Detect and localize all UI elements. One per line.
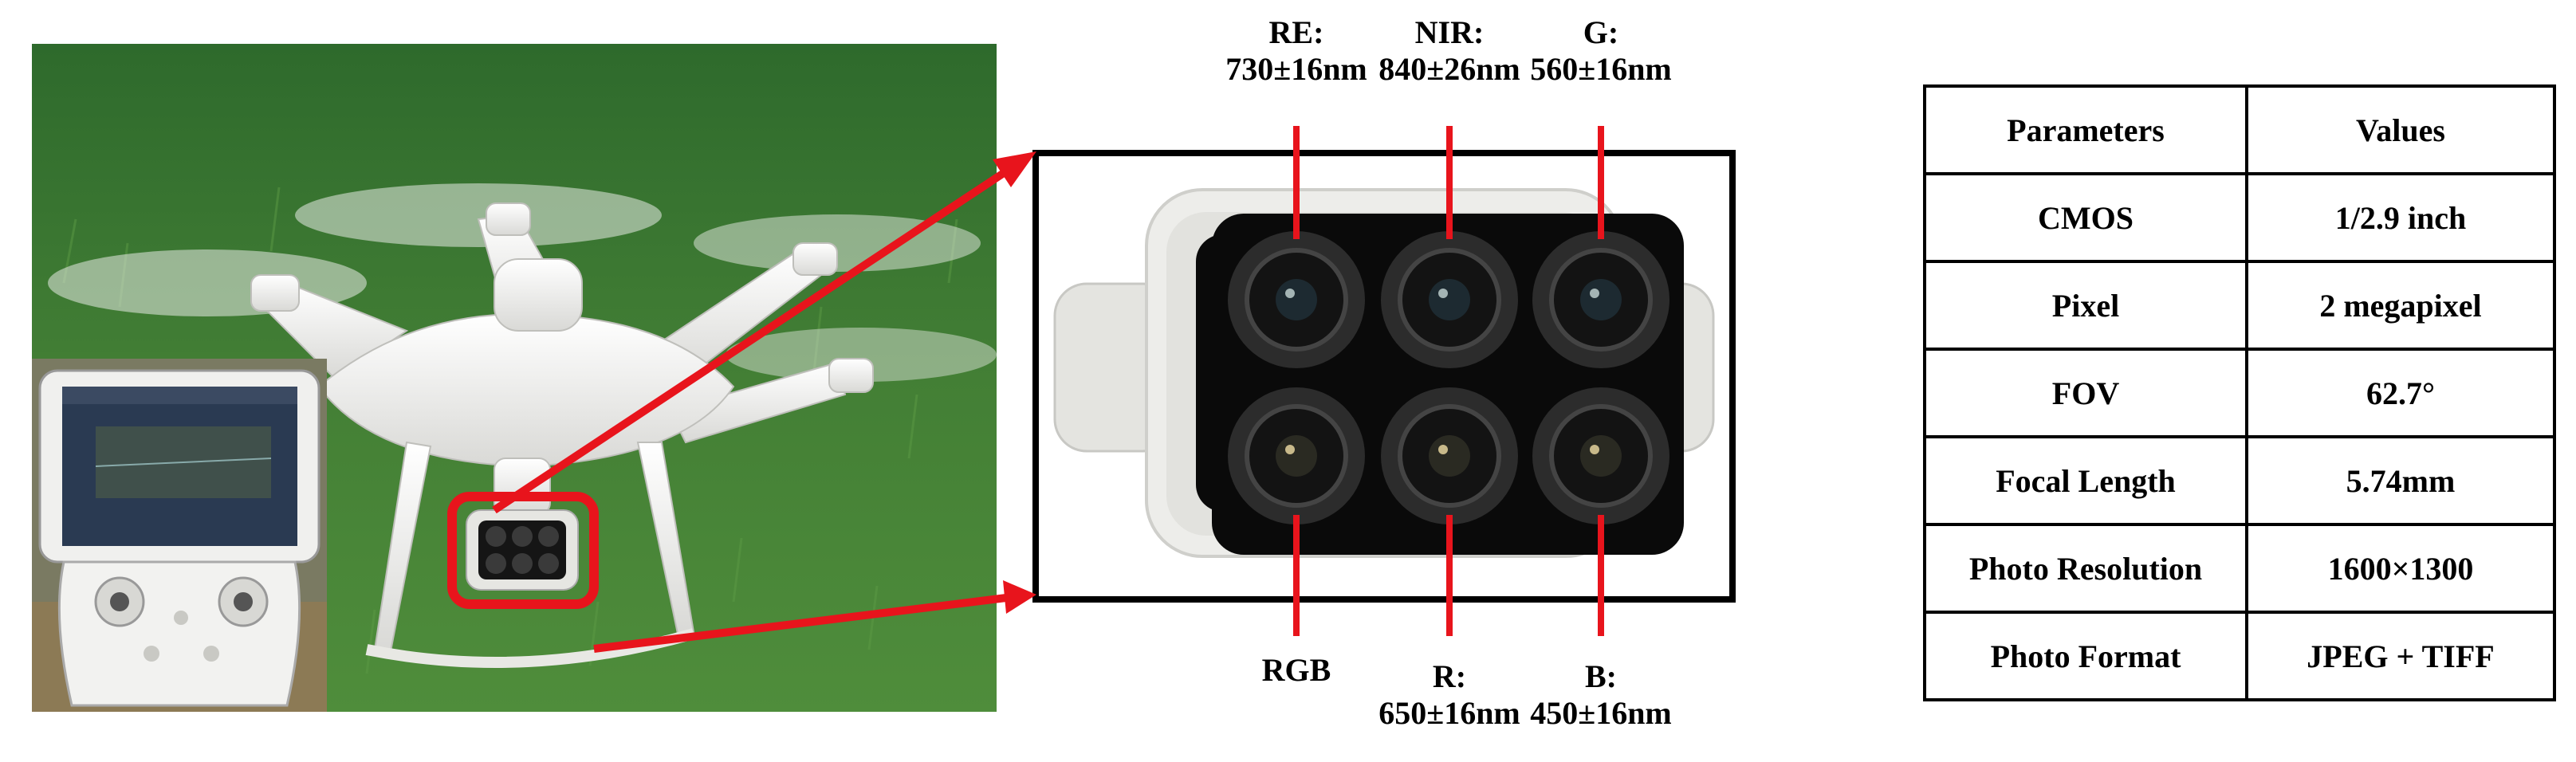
table-row: Pixel 2 megapixel bbox=[1923, 260, 2556, 351]
param-value: 5.74mm bbox=[2245, 435, 2556, 526]
parameter-table: Parameters Values CMOS 1/2.9 inch Pixel … bbox=[1923, 84, 2556, 701]
callout-r-wave: 650±16nm bbox=[1378, 695, 1520, 731]
param-value: 1600×1300 bbox=[2245, 523, 2556, 614]
callout-b-name: B: bbox=[1585, 658, 1617, 694]
param-name: Pixel bbox=[1923, 260, 2248, 351]
param-value: 1/2.9 inch bbox=[2245, 172, 2556, 263]
param-name: Photo Resolution bbox=[1923, 523, 2248, 614]
callout-rgb-name: RGB bbox=[1261, 652, 1331, 688]
callout-r: R: 650±16nm bbox=[1378, 658, 1520, 732]
table-row: Photo Format JPEG + TIFF bbox=[1923, 611, 2556, 701]
callout-r-name: R: bbox=[1432, 658, 1467, 694]
lens-nir bbox=[1394, 245, 1519, 370]
callout-re-wave: 730±16nm bbox=[1225, 51, 1367, 87]
lens-g bbox=[1549, 245, 1673, 370]
callout-g-name: G: bbox=[1583, 14, 1619, 50]
drone-camera bbox=[466, 509, 579, 591]
camera-zoom-frame bbox=[1032, 150, 1736, 603]
param-name: Focal Length bbox=[1923, 435, 2248, 526]
callout-nir: NIR: 840±26nm bbox=[1378, 14, 1520, 88]
callout-re-name: RE: bbox=[1268, 14, 1324, 50]
callout-rgb: RGB bbox=[1262, 652, 1331, 689]
callout-g-wave: 560±16nm bbox=[1530, 51, 1672, 87]
header-values: Values bbox=[2245, 84, 2556, 175]
multispectral-camera bbox=[1053, 188, 1715, 558]
table-row: Photo Resolution 1600×1300 bbox=[1923, 523, 2556, 614]
propeller-blur bbox=[295, 183, 662, 247]
drone-photo bbox=[32, 44, 997, 712]
param-value: 62.7° bbox=[2245, 348, 2556, 438]
param-value: 2 megapixel bbox=[2245, 260, 2556, 351]
callout-b-wave: 450±16nm bbox=[1530, 695, 1672, 731]
table-row: Focal Length 5.74mm bbox=[1923, 435, 2556, 526]
param-name: CMOS bbox=[1923, 172, 2248, 263]
callout-re: RE: 730±16nm bbox=[1225, 14, 1367, 88]
callout-nir-wave: 840±26nm bbox=[1378, 51, 1520, 87]
param-name: Photo Format bbox=[1923, 611, 2248, 701]
param-value: JPEG + TIFF bbox=[2245, 611, 2556, 701]
lens-array bbox=[1240, 245, 1673, 370]
table-row: FOV 62.7° bbox=[1923, 348, 2556, 438]
param-name: FOV bbox=[1923, 348, 2248, 438]
table-row: CMOS 1/2.9 inch bbox=[1923, 172, 2556, 263]
controller bbox=[57, 560, 301, 707]
drone-illustration bbox=[32, 44, 997, 712]
callout-nir-name: NIR: bbox=[1414, 14, 1485, 50]
table-header-row: Parameters Values bbox=[1923, 84, 2556, 175]
header-parameters: Parameters bbox=[1923, 84, 2248, 175]
callout-g: G: 560±16nm bbox=[1530, 14, 1672, 88]
lens-re bbox=[1240, 245, 1364, 370]
remote-controller-inset bbox=[32, 359, 327, 712]
callout-b: B: 450±16nm bbox=[1530, 658, 1672, 732]
